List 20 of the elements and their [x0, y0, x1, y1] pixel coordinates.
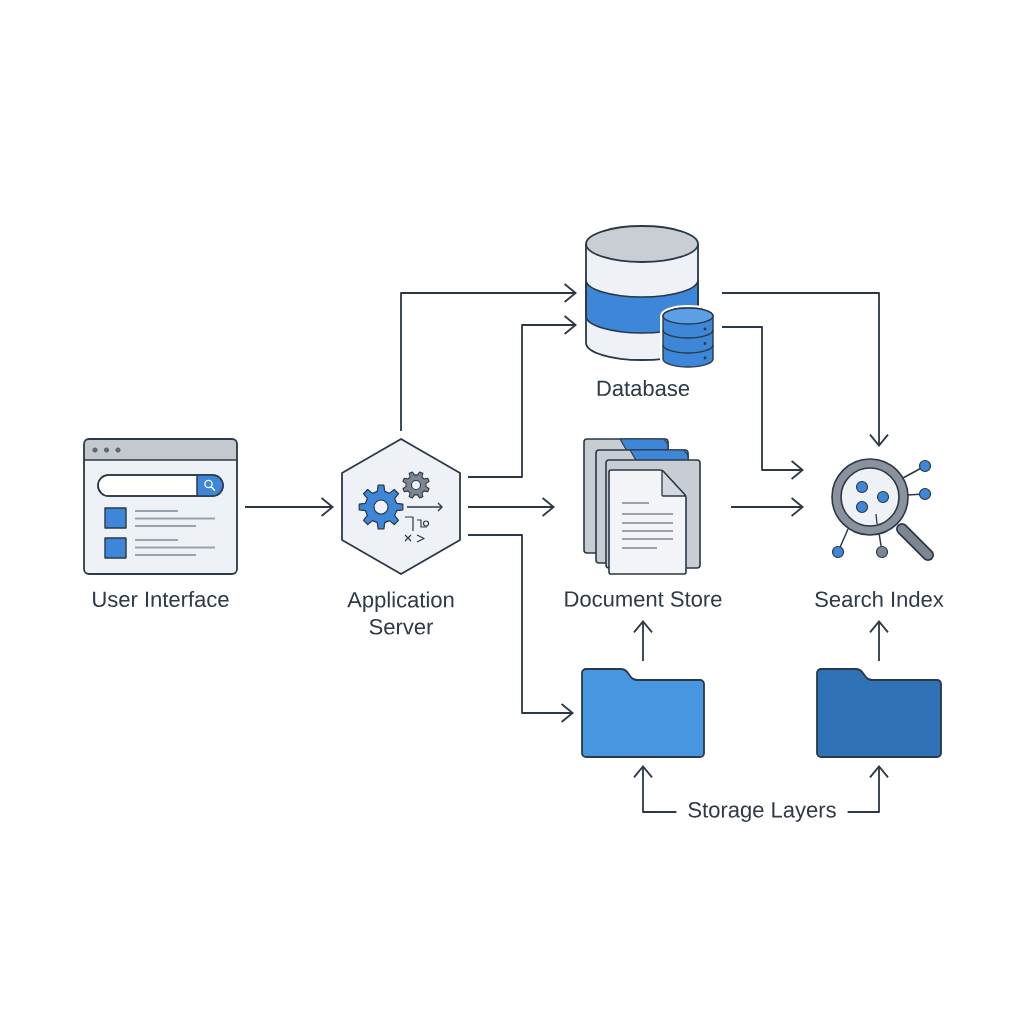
arrow: [721, 292, 889, 447]
arrow: [467, 534, 574, 723]
node-label: Document Store: [565, 591, 722, 607]
node-label: Database: [597, 379, 690, 397]
node-label: Storage Layers: [688, 802, 836, 822]
arrow: [400, 283, 577, 432]
folder-icon: [581, 668, 705, 758]
arrow: [467, 315, 577, 478]
folder-icon: [816, 668, 942, 758]
node-label: Application Server: [347, 591, 454, 635]
arrow: [846, 765, 889, 813]
arrow: [633, 620, 653, 662]
arrow: [721, 326, 804, 480]
node-label: User Interface: [93, 590, 229, 608]
arrow: [869, 620, 889, 662]
arrow: [633, 765, 678, 813]
arrow: [467, 497, 555, 517]
arrow: [244, 497, 334, 517]
arrow: [730, 497, 804, 517]
node-label: Search Index: [815, 590, 944, 608]
